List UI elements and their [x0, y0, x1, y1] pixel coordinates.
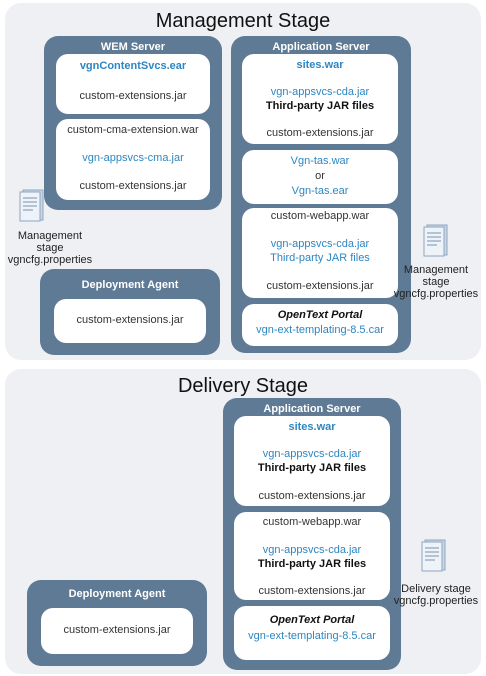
custom-extensions-jar: custom-extensions.jar — [266, 127, 374, 139]
app-server-panel-1: sites.war vgn-appsvcs-cda.jar Third-part… — [234, 416, 390, 506]
deployment-agent-title: Deployment Agent — [68, 588, 166, 600]
custom-extensions-jar: custom-extensions.jar — [266, 280, 374, 292]
app-server-panel-2: Vgn-tas.war or Vgn-tas.ear — [242, 150, 398, 204]
delivery-app-server: Application Server sites.war vgn-appsvcs… — [223, 398, 401, 670]
document-icon — [423, 224, 448, 257]
app-server-panel-4: OpenText Portal vgn-ext-templating-8.5.c… — [242, 304, 398, 346]
opentext-portal: OpenText Portal — [277, 309, 363, 321]
wem-server-panel-1: vgnContentSvcs.ear custom-extensions.jar — [56, 54, 210, 114]
vgncontentsvcs-ear: vgnContentSvcs.ear — [79, 60, 187, 72]
custom-extensions-jar: custom-extensions.jar — [258, 490, 366, 502]
doc-label-line: vgncfg.properties — [393, 288, 479, 300]
sites-war: sites.war — [288, 421, 336, 433]
vgn-tas-ear: Vgn-tas.ear — [291, 185, 349, 197]
doc-label-line: stage — [422, 276, 450, 288]
deployment-agent-panel: custom-extensions.jar — [54, 299, 206, 343]
doc-label-line: stage — [36, 242, 64, 254]
sites-war: sites.war — [296, 59, 344, 71]
custom-webapp-war: custom-webapp.war — [262, 516, 362, 528]
delivery-doc-label: Delivery stage vgncfg.properties — [391, 583, 481, 607]
wem-server: WEM Server vgnContentSvcs.ear custom-ext… — [44, 36, 222, 210]
doc-label-line: vgncfg.properties — [393, 595, 479, 607]
app-server-panel-1: sites.war vgn-appsvcs-cda.jar Third-part… — [242, 54, 398, 144]
third-party-jar-files: Third-party JAR files — [270, 252, 370, 264]
doc-label-line: Delivery stage — [401, 583, 471, 595]
app-server-title: Application Server — [272, 41, 370, 53]
vgn-appsvcs-cda-jar: vgn-appsvcs-cda.jar — [270, 238, 370, 250]
or-label: or — [315, 170, 325, 182]
management-stage-title: Management Stage — [155, 10, 331, 32]
app-server-panel-2: custom-webapp.war vgn-appsvcs-cda.jar Th… — [234, 512, 390, 600]
doc-label-line: vgncfg.properties — [7, 254, 93, 266]
document-icon — [19, 189, 44, 222]
vgn-tas-war: Vgn-tas.war — [290, 155, 350, 167]
management-right-doc-label: Management stage vgncfg.properties — [391, 264, 481, 300]
delivery-stage-title: Delivery Stage — [177, 375, 309, 397]
deployment-agent-title: Deployment Agent — [81, 279, 179, 291]
custom-cma-extension-war: custom-cma-extension.war — [67, 124, 199, 136]
vgn-ext-templating-car: vgn-ext-templating-8.5.car — [256, 324, 384, 336]
doc-label-line: Management — [403, 264, 469, 276]
management-deployment-agent: Deployment Agent custom-extensions.jar — [40, 269, 220, 355]
app-server-panel-3: OpenText Portal vgn-ext-templating-8.5.c… — [234, 606, 390, 660]
app-server-title: Application Server — [263, 403, 361, 415]
vgn-appsvcs-cma-jar: vgn-appsvcs-cma.jar — [82, 152, 184, 164]
management-left-doc-label: Management stage vgncfg.properties — [5, 230, 95, 266]
vgn-appsvcs-cda-jar: vgn-appsvcs-cda.jar — [270, 86, 370, 98]
wem-server-title: WEM Server — [100, 41, 166, 53]
custom-webapp-war: custom-webapp.war — [270, 210, 370, 222]
opentext-portal: OpenText Portal — [269, 614, 355, 626]
custom-extensions-jar: custom-extensions.jar — [79, 180, 187, 192]
document-icon — [421, 539, 446, 572]
delivery-deployment-agent: Deployment Agent custom-extensions.jar — [27, 580, 207, 666]
vgn-appsvcs-cda-jar: vgn-appsvcs-cda.jar — [262, 448, 362, 460]
management-app-server: Application Server sites.war vgn-appsvcs… — [231, 36, 411, 353]
third-party-jar-files: Third-party JAR files — [257, 558, 367, 570]
vgn-ext-templating-car: vgn-ext-templating-8.5.car — [248, 630, 376, 642]
delivery-stage: Delivery Stage Deployment Agent custom-e… — [5, 369, 481, 674]
custom-extensions-jar: custom-extensions.jar — [258, 585, 366, 597]
custom-extensions-jar: custom-extensions.jar — [76, 314, 184, 326]
third-party-jar-files: Third-party JAR files — [265, 100, 375, 112]
doc-label-line: Management — [17, 230, 83, 242]
custom-extensions-jar: custom-extensions.jar — [79, 90, 187, 102]
vgn-appsvcs-cda-jar: vgn-appsvcs-cda.jar — [262, 544, 362, 556]
third-party-jar-files: Third-party JAR files — [257, 462, 367, 474]
custom-extensions-jar: custom-extensions.jar — [63, 624, 171, 636]
management-stage: Management Stage WEM Server vgnContentSv… — [5, 3, 481, 360]
wem-server-panel-2: custom-cma-extension.war vgn-appsvcs-cma… — [56, 119, 210, 200]
app-server-panel-3: custom-webapp.war vgn-appsvcs-cda.jar Th… — [242, 208, 398, 298]
deployment-agent-panel: custom-extensions.jar — [41, 608, 193, 654]
